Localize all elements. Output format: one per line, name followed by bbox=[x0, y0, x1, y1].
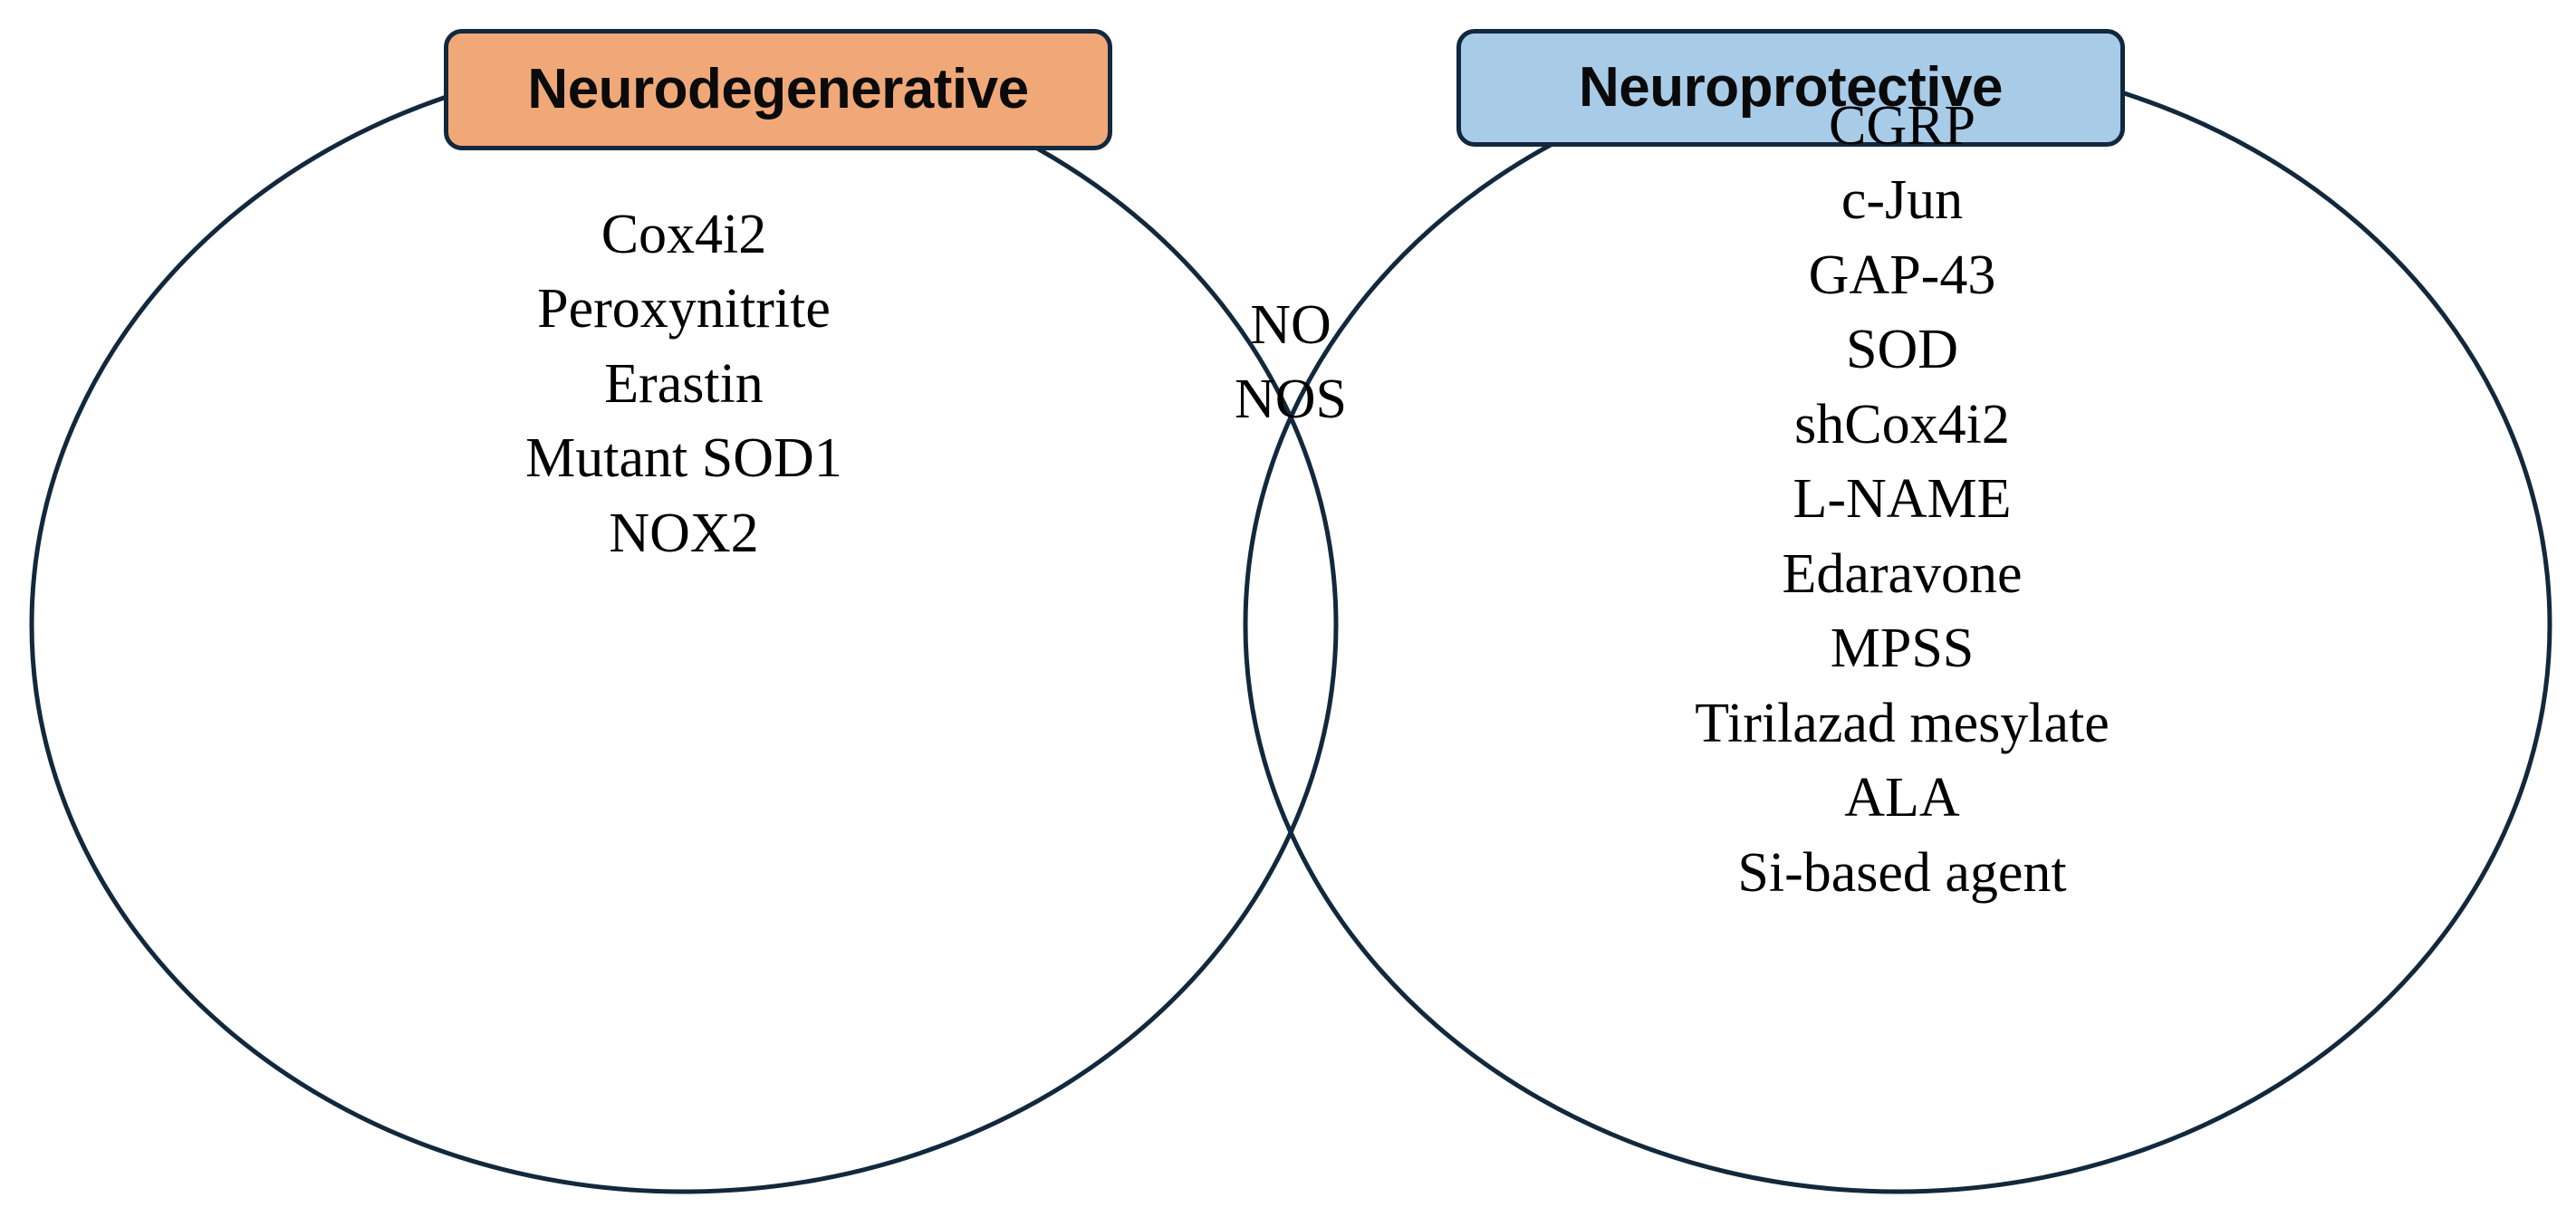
list-item: ALA bbox=[1844, 767, 1960, 829]
left-set-exclusive-items: Cox4i2 Peroxynitrite Erastin Mutant SOD1… bbox=[308, 197, 1060, 570]
list-item: Edaravone bbox=[1782, 542, 2023, 605]
list-item: GAP-43 bbox=[1808, 244, 1996, 306]
set-label-neurodegenerative-text: Neurodegenerative bbox=[527, 58, 1029, 120]
list-item: Tirilazad mesylate bbox=[1695, 692, 2110, 754]
right-set-exclusive-items: CGRP c-Jun GAP-43 SOD shCox4i2 L-NAME Ed… bbox=[1458, 89, 2346, 910]
list-item: NOX2 bbox=[609, 502, 759, 564]
intersection-items: NO NOS bbox=[1137, 288, 1445, 437]
list-item: c-Jun bbox=[1841, 169, 1964, 232]
list-item: Mutant SOD1 bbox=[525, 427, 842, 490]
list-item: Si-based agent bbox=[1737, 841, 2067, 904]
list-item: CGRP bbox=[1829, 95, 1975, 157]
list-item: Erastin bbox=[604, 352, 764, 415]
list-item: NOS bbox=[1234, 369, 1348, 431]
list-item: NO bbox=[1250, 294, 1331, 356]
list-item: Cox4i2 bbox=[601, 204, 767, 265]
list-item: SOD bbox=[1845, 319, 1959, 381]
list-item: MPSS bbox=[1830, 618, 1975, 680]
list-item: L-NAME bbox=[1793, 468, 2012, 531]
set-label-neurodegenerative: Neurodegenerative bbox=[444, 29, 1112, 150]
list-item: Peroxynitrite bbox=[537, 278, 831, 340]
set-label-neuroprotective: Neuroprotective bbox=[1456, 29, 2125, 147]
list-item: shCox4i2 bbox=[1794, 393, 2010, 455]
set-label-neuroprotective-text: Neuroprotective bbox=[1579, 56, 2003, 119]
